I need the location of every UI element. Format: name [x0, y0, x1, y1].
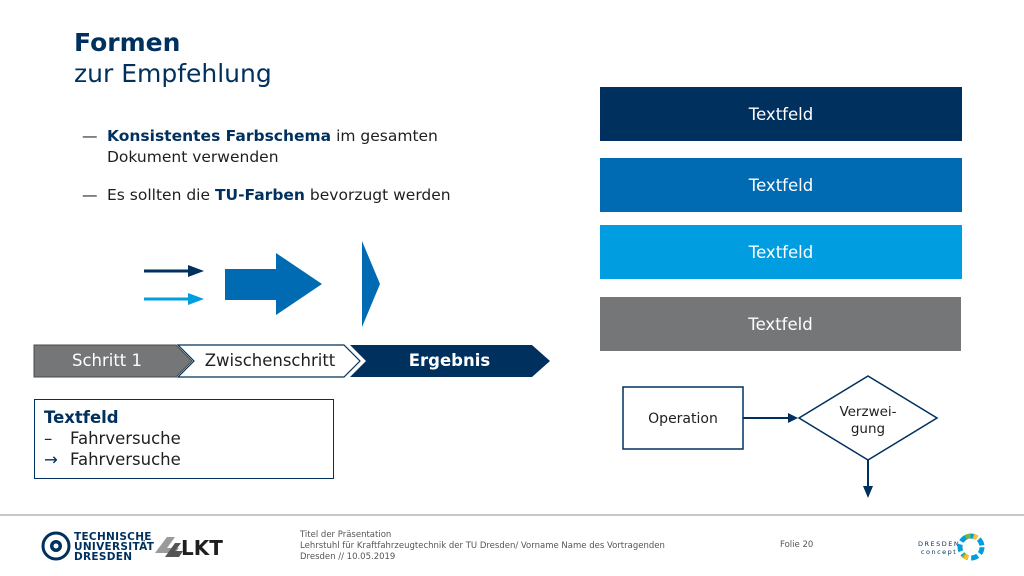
step-3-label: Ergebnis: [408, 351, 491, 370]
bullet-dash: —: [82, 186, 98, 204]
slide-subtitle: zur Empfehlung: [74, 59, 272, 88]
arrow-right-icon: →: [44, 450, 58, 469]
step-shape-3[interactable]: [350, 345, 550, 377]
bullet-bold: TU-Farben: [214, 186, 305, 204]
step-shape-1[interactable]: [33, 344, 193, 378]
tud-line: TECHNISCHE: [74, 531, 152, 543]
text-box-item: – Fahrversuche: [44, 428, 324, 449]
branch-label-line2: gung: [851, 421, 885, 437]
footer-info: Titel der Präsentation Lehrstuhl für Kra…: [300, 530, 665, 563]
flowchart: Operation Verzwei- gung: [622, 375, 939, 498]
bullet-text: Konsistentes Farbschema im gesamten Doku…: [107, 126, 438, 168]
process-steps: Schritt 1 Zwischenschritt Ergebnis: [33, 344, 553, 378]
textfield-label: Textfeld: [748, 175, 814, 195]
step-1-label: Schritt 1: [71, 351, 143, 370]
tud-line: DRESDEN: [74, 551, 133, 563]
bullet-item: — Es sollten die TU-Farben bevorzugt wer…: [82, 185, 522, 206]
tud-logo-text: TECHNISCHE UNIVERSITÄT DRESDEN: [74, 531, 155, 563]
bullet-text: Es sollten die TU-Farben bevorzugt werde…: [107, 185, 451, 206]
bullet-bold: Konsistentes Farbschema: [107, 127, 332, 145]
bullet-list: — Konsistentes Farbschema im gesamten Do…: [82, 126, 522, 223]
block-arrow-icon: [225, 253, 322, 315]
textfield-dark-blue[interactable]: Textfeld: [600, 87, 962, 141]
footer-presentation-title: Titel der Präsentation: [300, 530, 392, 540]
textfield-label: Textfeld: [748, 314, 813, 334]
dash-icon: –: [44, 429, 53, 448]
bullet-rest: im gesamten: [331, 127, 438, 145]
dresden-concept-logo-icon: [957, 533, 985, 561]
dresden-line: DRESDEN: [918, 540, 961, 548]
operation-label: Operation: [648, 411, 718, 427]
textfield-label: Textfeld: [748, 104, 814, 124]
branch-label-line1: Verzwei-: [839, 404, 896, 420]
tud-logo-icon: [41, 531, 71, 561]
bullet-pre: Es sollten die: [107, 186, 215, 204]
chevron-arrow-icon: [362, 241, 380, 327]
textfield-light-blue[interactable]: Textfeld: [600, 225, 962, 279]
process-steps-shapes: [33, 344, 550, 378]
text-box-item-text: Fahrversuche: [70, 450, 181, 469]
text-box-item: → Fahrversuche: [44, 449, 324, 470]
light-arrow-icon: [144, 293, 204, 305]
concept-line: concept: [920, 548, 958, 556]
slide-title: Formen: [74, 28, 181, 57]
connector-arrowhead-icon: [788, 413, 798, 423]
textfield-mid-blue[interactable]: Textfeld: [600, 158, 962, 212]
slide-number: Folie 20: [780, 540, 814, 550]
down-arrowhead-icon: [863, 486, 873, 498]
bullet-rest: bevorzugt werden: [304, 186, 451, 204]
footer-chair-name: Lehrstuhl für Kraftfahrzeugtechnik der T…: [300, 541, 665, 551]
bullet-item: — Konsistentes Farbschema im gesamten Do…: [82, 126, 522, 168]
dresden-concept-text: DRESDEN concept: [918, 540, 960, 556]
bullet-dash: —: [82, 127, 98, 145]
textfield-label: Textfeld: [748, 242, 814, 262]
text-box-item-text: Fahrversuche: [70, 429, 181, 448]
footer-divider: [0, 514, 1024, 516]
text-box-title: Textfeld: [44, 408, 119, 427]
textfield-gray[interactable]: Textfeld: [600, 297, 961, 351]
tud-line: UNIVERSITÄT: [74, 541, 155, 553]
arrow-shapes: [144, 241, 380, 327]
lkt-logo-text: LKT: [181, 536, 223, 560]
text-box: Textfeld – Fahrversuche → Fahrversuche: [34, 399, 334, 479]
step-shape-2[interactable]: [176, 344, 361, 378]
lkt-logo-icon: LKT: [155, 536, 223, 560]
dark-arrow-icon: [144, 265, 204, 277]
step-2-label: Zwischenschritt: [204, 351, 336, 370]
bullet-line2: Dokument verwenden: [107, 148, 279, 166]
footer-date: Dresden // 10.05.2019: [300, 552, 396, 562]
